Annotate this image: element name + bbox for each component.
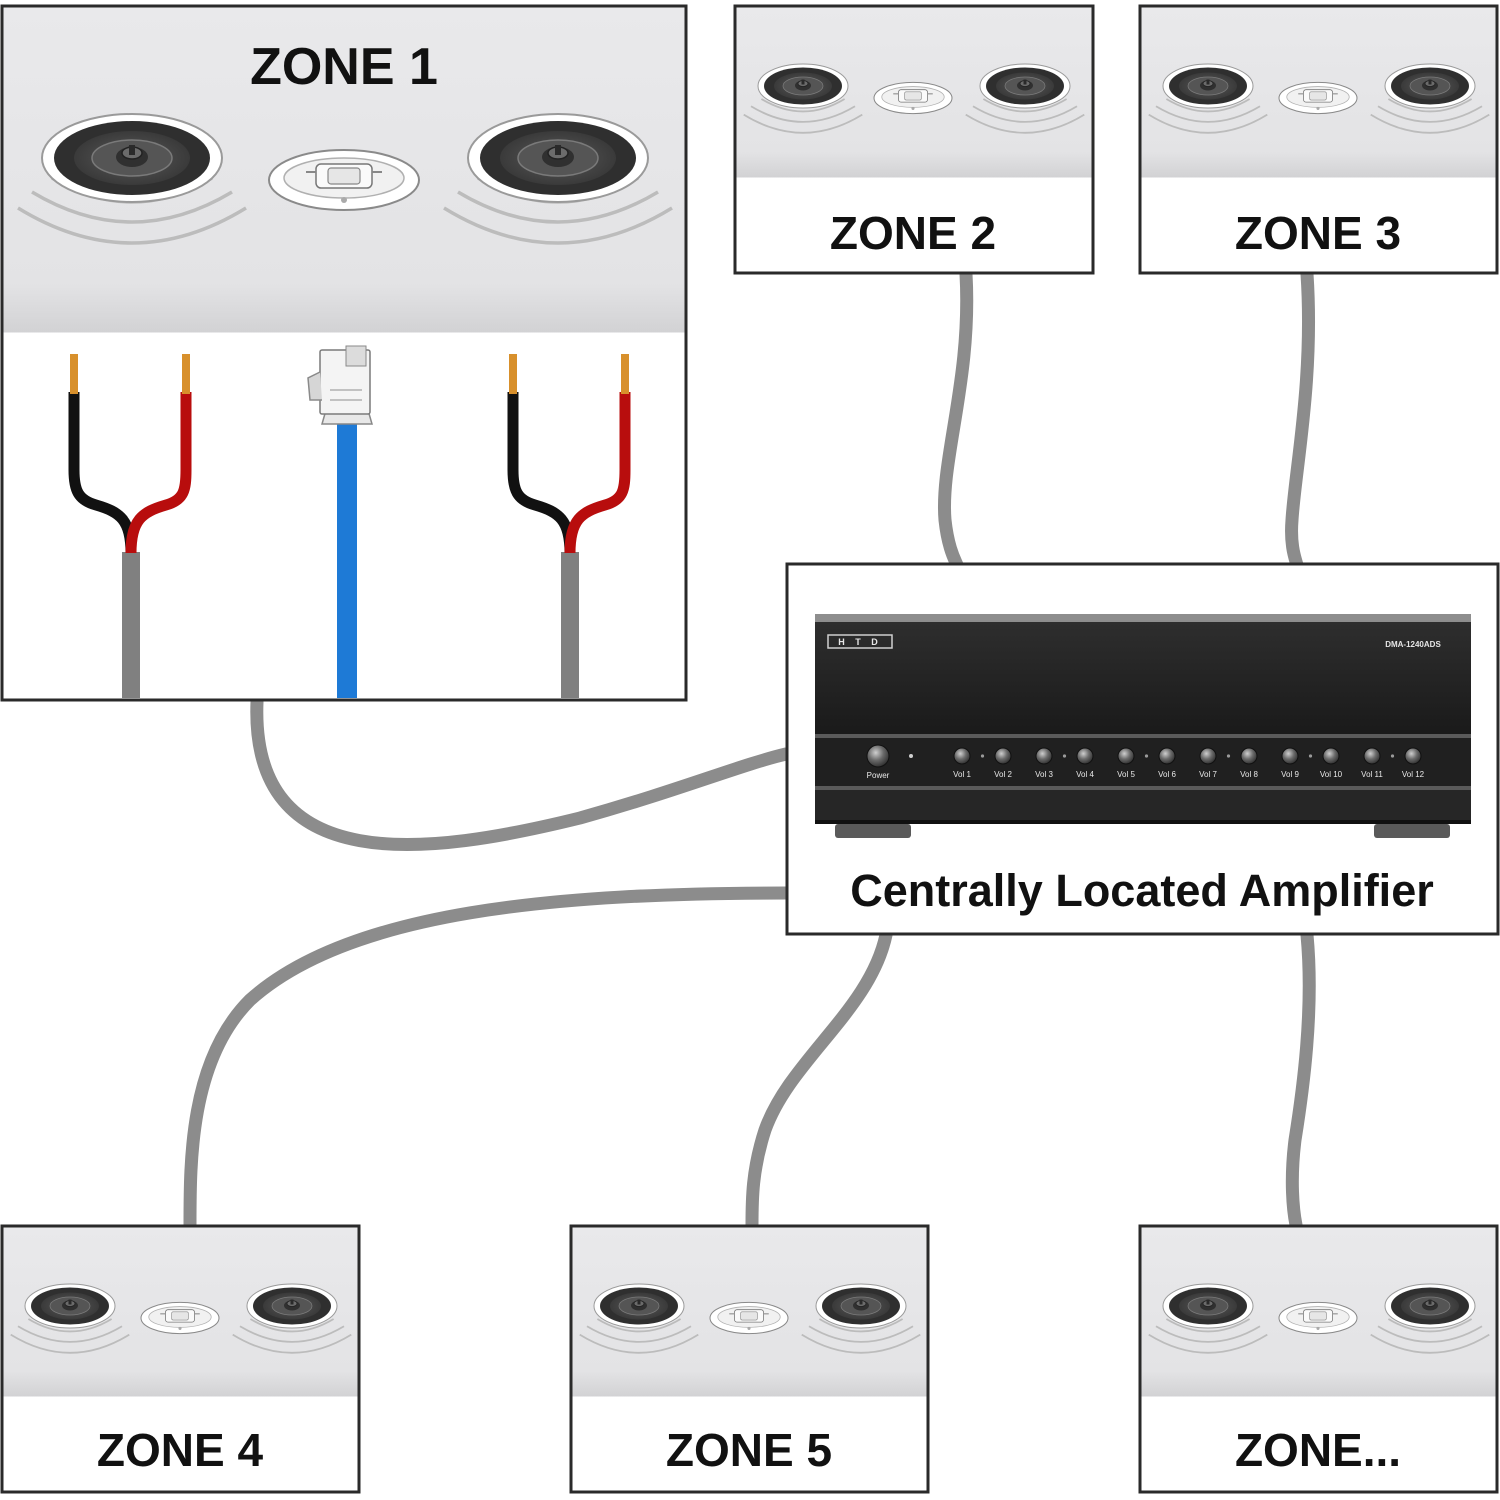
ceiling-speaker-icon [1384,1283,1476,1329]
ceiling-speaker-icon [1162,63,1254,109]
zone-3-panel: ZONE 3 [1138,4,1499,275]
volume-pair-indicator [980,754,985,758]
zone-4-panel: ZONE 4 [0,1224,361,1494]
power-label: Power [867,771,890,780]
speaker-wire-icon [68,354,192,698]
volume-knob [1076,747,1094,765]
keypad-icon [1278,81,1358,115]
volume-pair-indicator [1226,754,1231,758]
volume-pair-indicator [1062,754,1067,758]
keypad-icon [709,1301,789,1335]
volume-label: Vol 12 [1402,770,1425,779]
ceiling-speaker-icon [1162,1283,1254,1329]
volume-label: Vol 4 [1076,770,1094,779]
volume-knob [1199,747,1217,765]
zone-4-label: ZONE 4 [97,1424,264,1476]
speaker-wire-icon [507,354,631,698]
volume-knob [994,747,1012,765]
volume-knob [1322,747,1340,765]
volume-pair-indicator [1308,754,1313,758]
volume-controls: Vol 1 Vol 2 Vol 3 Vol 4 Vol 5 Vol 6 Vol 7 Vol 8… [953,747,1425,779]
volume-label: Vol 6 [1158,770,1176,779]
volume-label: Vol 3 [1035,770,1053,779]
volume-pair-indicator [1390,754,1395,758]
ceiling-speaker-icon [593,1283,685,1329]
zone-5-panel: ZONE 5 [569,1224,930,1494]
cable-zone-3 [1285,267,1315,572]
ceiling-speaker-icon [467,113,649,203]
ceiling-speaker-icon [41,113,223,203]
amp-foot [835,824,911,838]
cable-zone-4 [183,886,793,1232]
ceiling-speaker-icon [24,1283,116,1329]
zone-more-panel: ZONE... [1138,1224,1499,1494]
amp-brand-badge [827,634,893,649]
ethernet-plug-icon [307,345,373,698]
volume-label: Vol 11 [1361,770,1383,779]
volume-knob [1035,747,1053,765]
cable-zone-2 [937,267,974,572]
zone-1-label: ZONE 1 [250,38,438,96]
ceiling-speaker-icon [1384,63,1476,109]
zone-3-label: ZONE 3 [1235,207,1401,259]
power-button [866,744,890,768]
cable-zone-1 [250,695,793,851]
volume-label: Vol 5 [1117,770,1135,779]
keypad-icon [1278,1301,1358,1335]
amp-model: DMA-1240ADS [1385,640,1441,649]
volume-label: Vol 1 [953,770,971,779]
volume-knob [953,747,971,765]
zone-more-label: ZONE... [1235,1424,1401,1476]
amplifier-caption: Centrally Located Amplifier [850,865,1433,916]
ceiling-speaker-icon [757,63,849,109]
volume-label: Vol 2 [994,770,1012,779]
zone-5-label: ZONE 5 [666,1424,832,1476]
volume-knob [1117,747,1135,765]
volume-label: Vol 9 [1281,770,1299,779]
volume-label: Vol 10 [1320,770,1343,779]
zone-1-panel: ZONE 1 [0,4,688,702]
ceiling-speaker-icon [979,63,1071,109]
power-indicator [909,754,913,758]
volume-knob [1363,747,1381,765]
volume-pair-indicator [1144,754,1149,758]
volume-knob [1281,747,1299,765]
amp-brand: H T D [838,637,882,647]
cables [183,267,1316,1232]
volume-knob [1404,747,1422,765]
ceiling-speaker-icon [815,1283,907,1329]
keypad-icon [140,1301,220,1335]
zone-2-panel: ZONE 2 [733,4,1095,275]
volume-label: Vol 8 [1240,770,1258,779]
volume-knob [1240,747,1258,765]
volume-knob [1158,747,1176,765]
cable-zone-5 [745,928,893,1232]
zone-2-label: ZONE 2 [830,207,996,259]
keypad-icon [268,149,420,211]
ceiling-speaker-icon [246,1283,338,1329]
cable-zone-more [1285,928,1316,1232]
amp-foot [1374,824,1450,838]
volume-label: Vol 7 [1199,770,1217,779]
keypad-icon [873,81,953,115]
